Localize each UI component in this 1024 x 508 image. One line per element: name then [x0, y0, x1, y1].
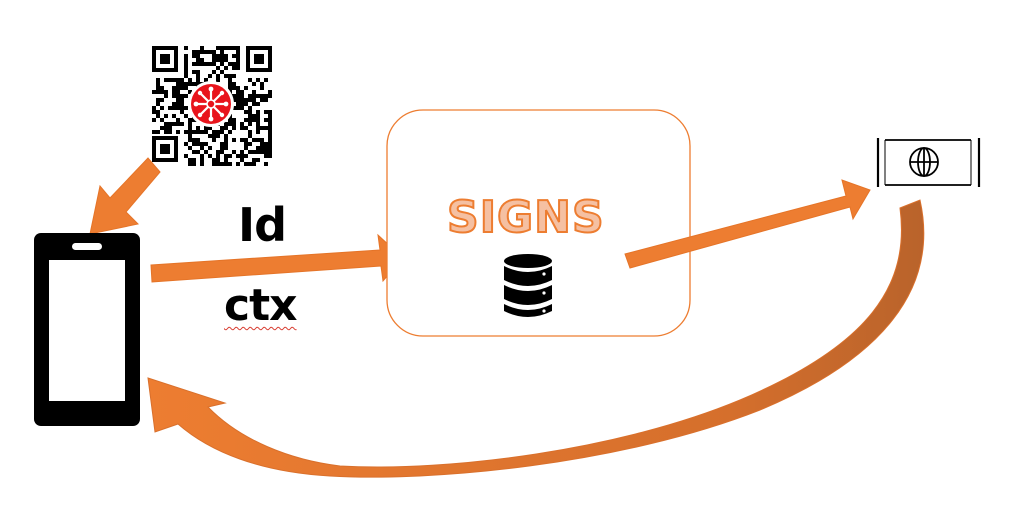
qr-badge-icon — [188, 81, 234, 127]
arrow-signs-to-web — [624, 179, 871, 269]
arrow-qr-to-phone — [89, 157, 161, 235]
id-label: Id — [238, 198, 287, 252]
web-page-icon — [876, 138, 981, 187]
globe-icon — [909, 147, 939, 177]
ctx-label: ctx — [224, 280, 297, 331]
arrow-web-to-phone — [147, 199, 925, 478]
signs-title: SIGNS — [446, 192, 605, 243]
database-icon — [504, 254, 552, 317]
smartphone-icon — [34, 233, 140, 426]
qr-code-icon — [150, 44, 274, 166]
signs-service-box — [386, 109, 691, 337]
